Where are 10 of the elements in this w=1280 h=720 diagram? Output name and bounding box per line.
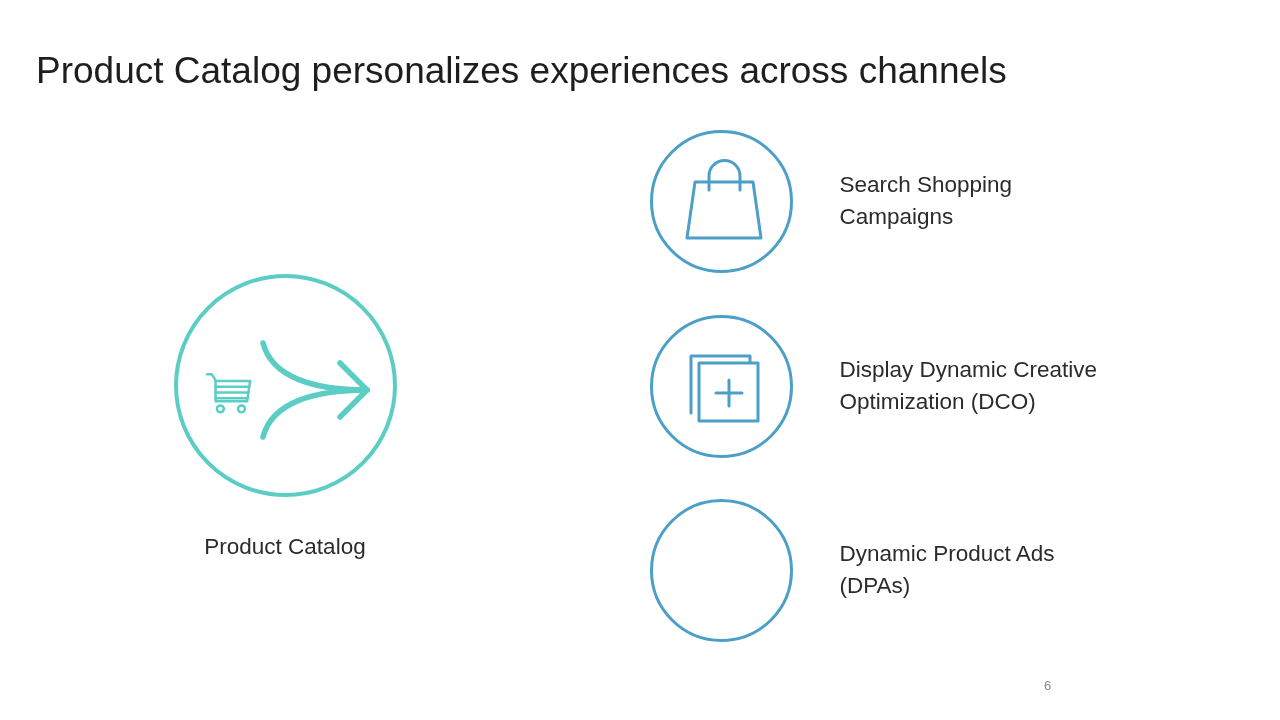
node-caption: Product Catalog — [204, 534, 366, 559]
channel-circle — [649, 314, 793, 458]
page-number: 6 — [1044, 678, 1052, 693]
node-caption: Dynamic Product Ads (DPAs) — [839, 541, 1055, 598]
channel-circle — [173, 273, 397, 497]
channel-circle — [649, 129, 793, 273]
slide-title: Product Catalog personalizes experiences across channels — [36, 50, 1007, 92]
node-caption: Search Shopping Campaigns — [839, 172, 1013, 229]
node-caption: Display Dynamic Creative Optimization (DCO) — [839, 357, 1098, 414]
channel-circle — [649, 498, 793, 642]
